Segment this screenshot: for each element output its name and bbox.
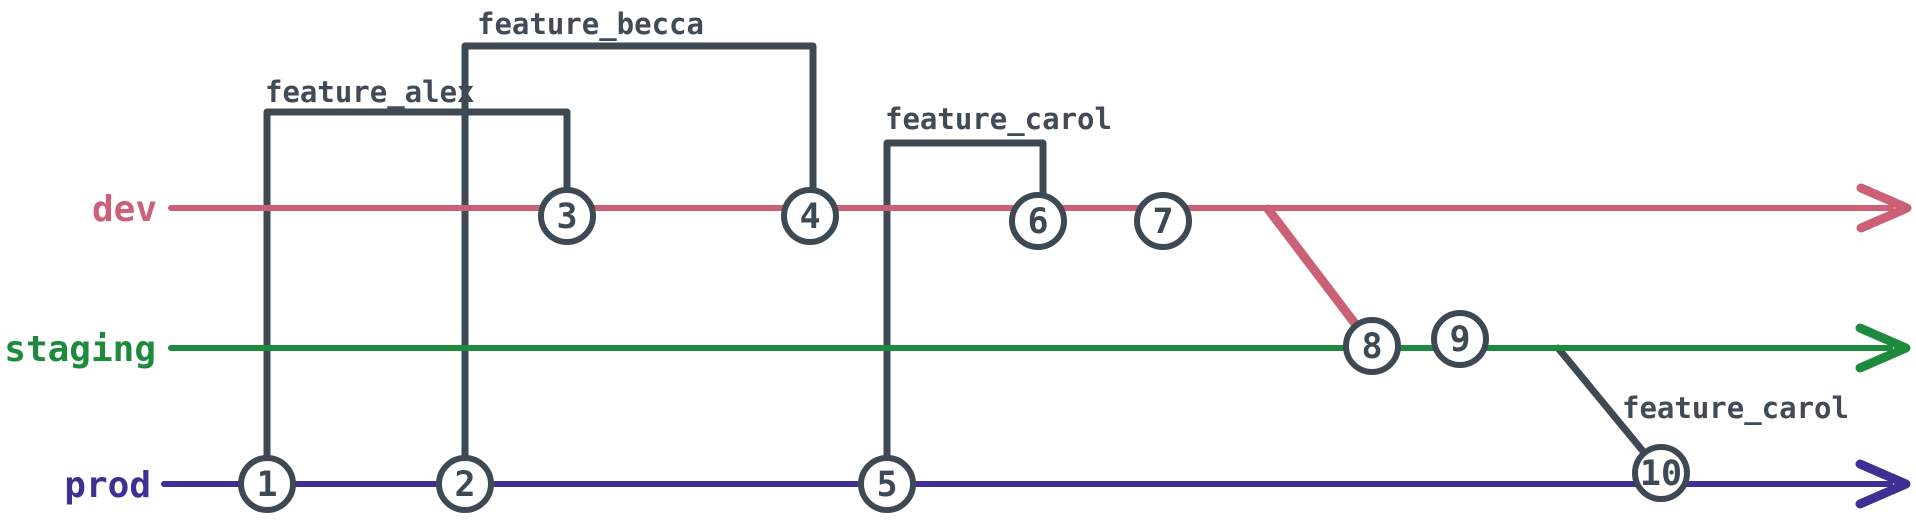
commit-circle-5 (858, 455, 916, 513)
branch-arrowhead-staging (1855, 323, 1911, 373)
commit-circle-7 (1134, 192, 1192, 250)
commit-circle-3 (538, 187, 596, 245)
feature-link-feature_carol-1 (883, 139, 1047, 488)
commit-number-5: 5 (876, 465, 897, 505)
branch-label-staging: staging (4, 329, 156, 370)
branch-arrowhead-prod (1855, 459, 1911, 509)
commit-number-1: 1 (256, 465, 277, 505)
feature-labels: feature_alexfeature_beccafeature_carolfe… (265, 7, 1849, 425)
commit-node-9: 9 (1431, 310, 1489, 368)
branch-label-dev: dev (92, 189, 157, 230)
feature-link-feature_alex (263, 108, 571, 488)
commit-circle-9 (1431, 310, 1489, 368)
commit-node-7: 7 (1134, 192, 1192, 250)
commit-node-2: 2 (436, 455, 494, 513)
commit-number-7: 7 (1152, 202, 1173, 242)
commit-circle-4 (781, 187, 839, 245)
branch-label-prod: prod (64, 465, 151, 506)
commit-number-9: 9 (1449, 320, 1470, 360)
commit-node-3: 3 (538, 187, 596, 245)
commit-number-2: 2 (454, 465, 475, 505)
commit-node-1: 1 (238, 455, 296, 513)
commit-number-4: 4 (799, 197, 820, 237)
commit-number-3: 3 (556, 197, 577, 237)
feature-label-feature_carol-1: feature_carol (885, 102, 1112, 136)
commit-circle-6 (1009, 192, 1067, 250)
feature-label-feature_becca: feature_becca (477, 7, 704, 41)
branch-arrowhead-dev (1856, 183, 1912, 233)
feature-label-feature_alex: feature_alex (265, 75, 475, 109)
commit-node-8: 8 (1343, 317, 1401, 375)
commit-number-8: 8 (1361, 327, 1382, 367)
branch-lines: dev staging prod (4, 183, 1912, 509)
commit-nodes: 1 2 3 4 5 6 7 8 9 10 (238, 187, 1690, 513)
commit-circle-10 (1632, 444, 1690, 502)
commit-node-4: 4 (781, 187, 839, 245)
feature-label-feature_carol-2: feature_carol (1622, 391, 1849, 425)
commit-circle-2 (436, 455, 494, 513)
commit-node-5: 5 (858, 455, 916, 513)
commit-node-6: 6 (1009, 192, 1067, 250)
commit-node-10: 10 (1632, 444, 1690, 502)
commit-number-6: 6 (1027, 202, 1048, 242)
commit-circle-8 (1343, 317, 1401, 375)
commit-number-10: 10 (1640, 454, 1682, 494)
commit-circle-1 (238, 455, 296, 513)
feature-link-feature_becca (461, 42, 817, 488)
